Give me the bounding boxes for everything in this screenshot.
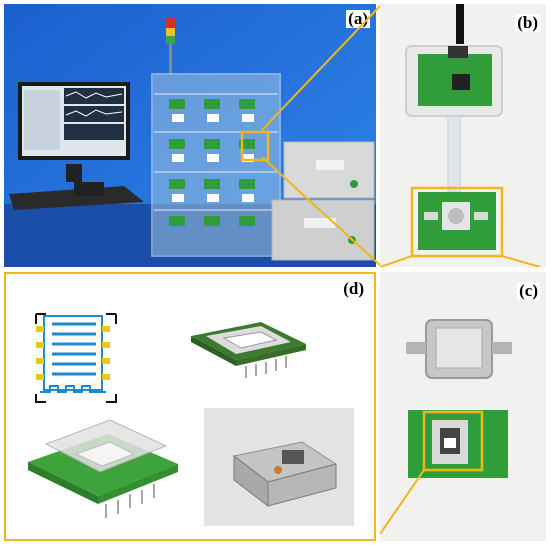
closeup-highlight bbox=[422, 410, 484, 472]
metal-package-photo bbox=[204, 408, 354, 526]
panel-c-label: (c) bbox=[517, 281, 540, 300]
panel-d: (d) bbox=[4, 272, 376, 541]
control-cabinet bbox=[271, 141, 375, 261]
panel-c-photo bbox=[380, 272, 546, 541]
panel-c: (c) bbox=[380, 272, 546, 541]
panel-a: (a) bbox=[4, 4, 376, 267]
sensor-board bbox=[418, 192, 496, 250]
panel-d-drawings bbox=[28, 313, 354, 526]
chamber-highlight bbox=[240, 130, 270, 162]
panel-d-label: (d) bbox=[341, 279, 366, 298]
board-highlight bbox=[410, 186, 504, 258]
enclosure-box bbox=[405, 45, 503, 117]
electrode-schematic bbox=[35, 313, 117, 403]
chamber-rack bbox=[151, 73, 281, 257]
transparent-cap-render bbox=[28, 419, 178, 518]
chip-frame-render bbox=[191, 322, 306, 378]
keyboard bbox=[9, 186, 144, 210]
panel-b: (b) bbox=[380, 4, 546, 267]
panel-b-label: (b) bbox=[515, 13, 540, 32]
panel-a-photo bbox=[4, 4, 376, 267]
panel-b-photo bbox=[380, 4, 546, 267]
monitor bbox=[18, 82, 130, 182]
signal-tower bbox=[166, 18, 175, 74]
metal-cap bbox=[406, 319, 512, 379]
